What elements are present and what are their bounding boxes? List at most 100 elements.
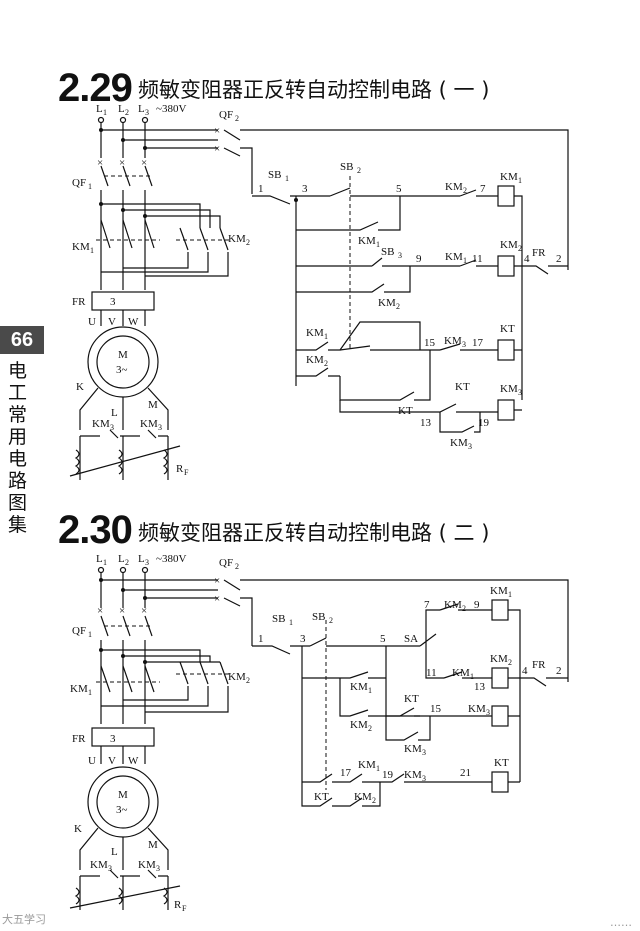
svg-text:1: 1 bbox=[88, 630, 92, 639]
page-number-tab: 66 bbox=[0, 326, 44, 354]
svg-text:FR: FR bbox=[72, 733, 86, 745]
svg-text:SB: SB bbox=[312, 611, 325, 623]
svg-text:M: M bbox=[118, 349, 128, 361]
svg-text:KM: KM bbox=[444, 335, 462, 347]
svg-text:1: 1 bbox=[376, 764, 380, 773]
svg-text:2: 2 bbox=[235, 562, 239, 571]
svg-text:3: 3 bbox=[110, 296, 116, 308]
svg-text:KM: KM bbox=[358, 235, 376, 247]
svg-text:U: U bbox=[88, 316, 96, 328]
svg-text:×: × bbox=[214, 143, 220, 155]
svg-text:3: 3 bbox=[158, 423, 162, 432]
svg-text:KM: KM bbox=[378, 297, 396, 309]
svg-text:3: 3 bbox=[145, 558, 149, 567]
svg-text:M: M bbox=[118, 789, 128, 801]
svg-text:3: 3 bbox=[302, 183, 308, 195]
svg-text:FR: FR bbox=[532, 247, 546, 259]
svg-text:W: W bbox=[128, 755, 139, 767]
svg-text:KM: KM bbox=[358, 759, 376, 771]
svg-text:×: × bbox=[214, 125, 220, 137]
svg-text:9: 9 bbox=[416, 253, 422, 265]
motor-m: M 3~ K L M bbox=[74, 766, 169, 870]
svg-text:SB: SB bbox=[381, 246, 394, 258]
svg-text:KM: KM bbox=[450, 437, 468, 449]
svg-text:3: 3 bbox=[486, 708, 490, 717]
svg-text:15: 15 bbox=[430, 703, 442, 715]
svg-text:U: U bbox=[88, 755, 96, 767]
svg-text:L: L bbox=[138, 553, 145, 565]
svg-text:QF: QF bbox=[219, 557, 233, 569]
svg-text:21: 21 bbox=[460, 767, 471, 779]
svg-text:2: 2 bbox=[556, 665, 562, 677]
svg-text:×: × bbox=[214, 593, 220, 605]
svg-text:KM: KM bbox=[445, 181, 463, 193]
svg-text:3: 3 bbox=[108, 864, 112, 873]
watermark-right: …… bbox=[610, 916, 632, 929]
svg-text:2: 2 bbox=[372, 796, 376, 805]
svg-text:1: 1 bbox=[285, 174, 289, 183]
svg-text:1: 1 bbox=[258, 633, 264, 645]
svg-text:KT: KT bbox=[500, 323, 515, 335]
section-number-230: 2.30 bbox=[58, 508, 133, 552]
svg-text:KM: KM bbox=[72, 241, 90, 253]
svg-text:3: 3 bbox=[462, 340, 466, 349]
svg-text:2: 2 bbox=[246, 676, 250, 685]
svg-text:×: × bbox=[214, 575, 220, 587]
svg-text:3: 3 bbox=[422, 774, 426, 783]
svg-text:L: L bbox=[96, 553, 103, 565]
svg-text:4: 4 bbox=[522, 665, 528, 677]
svg-text:13: 13 bbox=[474, 681, 486, 693]
svg-text:1: 1 bbox=[258, 183, 264, 195]
svg-text:3~: 3~ bbox=[116, 364, 128, 376]
svg-text:KM: KM bbox=[228, 671, 246, 683]
svg-text:2: 2 bbox=[518, 244, 522, 253]
svg-text:3: 3 bbox=[145, 108, 149, 117]
svg-text:2: 2 bbox=[324, 359, 328, 368]
svg-text:13: 13 bbox=[420, 417, 432, 429]
svg-text:7: 7 bbox=[480, 183, 486, 195]
svg-text:KM: KM bbox=[350, 681, 368, 693]
svg-text:KM: KM bbox=[452, 667, 470, 679]
svg-text:3~: 3~ bbox=[116, 804, 128, 816]
svg-text:2: 2 bbox=[125, 108, 129, 117]
svg-text:2: 2 bbox=[125, 558, 129, 567]
svg-text:9: 9 bbox=[474, 599, 480, 611]
svg-text:KT: KT bbox=[455, 381, 470, 393]
svg-text:V: V bbox=[108, 755, 116, 767]
svg-text:L: L bbox=[96, 103, 103, 115]
svg-text:KM: KM bbox=[490, 653, 508, 665]
svg-text:KT: KT bbox=[314, 791, 329, 803]
svg-text:KM: KM bbox=[228, 233, 246, 245]
svg-text:KM: KM bbox=[138, 859, 156, 871]
svg-text:1: 1 bbox=[103, 558, 107, 567]
svg-text:L: L bbox=[111, 846, 118, 858]
svg-text:KM: KM bbox=[140, 418, 158, 430]
svg-text:3: 3 bbox=[398, 251, 402, 260]
svg-text:19: 19 bbox=[478, 417, 490, 429]
svg-text:KM: KM bbox=[90, 859, 108, 871]
svg-text:2: 2 bbox=[463, 186, 467, 195]
svg-text:2: 2 bbox=[357, 166, 361, 175]
svg-text:2: 2 bbox=[508, 658, 512, 667]
svg-text:1: 1 bbox=[88, 688, 92, 697]
svg-text:KM: KM bbox=[490, 585, 508, 597]
svg-text:R: R bbox=[176, 463, 184, 475]
svg-text:FR: FR bbox=[72, 296, 86, 308]
svg-text:KM: KM bbox=[500, 239, 518, 251]
svg-text:~380V: ~380V bbox=[156, 553, 186, 565]
svg-text:3: 3 bbox=[518, 388, 522, 397]
svg-text:KM: KM bbox=[354, 791, 372, 803]
svg-text:M: M bbox=[148, 399, 158, 411]
svg-text:2: 2 bbox=[462, 604, 466, 613]
svg-text:11: 11 bbox=[426, 667, 437, 679]
svg-text:1: 1 bbox=[90, 246, 94, 255]
